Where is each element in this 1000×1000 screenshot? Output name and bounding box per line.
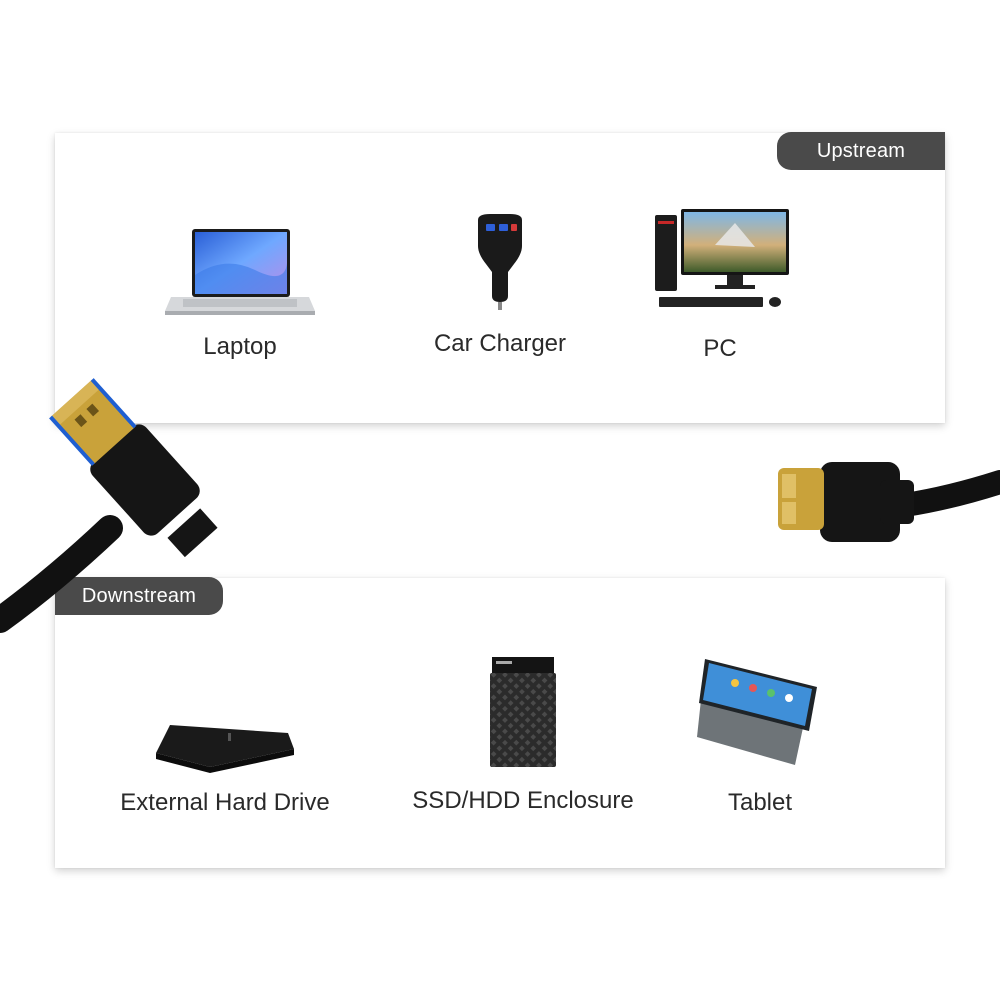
downstream-tag: Downstream [55,577,223,615]
device-laptop: Laptop [160,225,320,365]
ssd-hdd-enclosure-icon [490,657,556,767]
device-label: External Hard Drive [120,789,330,816]
external-hard-drive-icon [156,725,294,773]
tablet-icon [697,659,817,765]
device-label: Tablet [727,789,793,816]
device-pc: PC [640,205,800,370]
laptop-icon [165,229,315,315]
usb-micro-b-connector [778,462,1000,542]
device-label: Laptop [203,333,277,360]
car-charger-icon [478,214,522,310]
device-tablet: Tablet [680,653,840,816]
device-car-charger: Car Charger [420,212,580,362]
device-label: Car Charger [433,330,567,357]
device-label: PC [703,335,737,362]
usb-a-connector [0,378,218,633]
device-external-hard-drive: External Hard Drive [120,715,330,825]
desktop-pc-icon [655,209,789,307]
upstream-tag: Upstream [777,132,945,170]
device-label: SSD/HDD Enclosure [412,787,634,814]
device-ssd-hdd-enclosure: SSD/HDD Enclosure [412,655,634,815]
